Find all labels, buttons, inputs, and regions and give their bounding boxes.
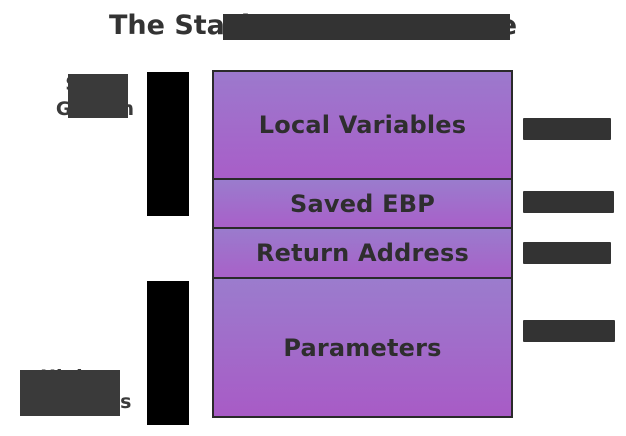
stack-cell-return-address: Return Address (214, 229, 511, 279)
callout-return-address (523, 242, 611, 264)
higher-addresses-label-redaction (20, 370, 120, 416)
stack-cell-local-variables: Local Variables (214, 72, 511, 180)
callout-local-variables (523, 118, 611, 140)
title-redaction-overlay (223, 14, 510, 40)
stack-cell-label: Parameters (283, 333, 442, 362)
stack-cell-parameters: Parameters (214, 279, 511, 416)
stack-cell-label: Local Variables (258, 111, 467, 139)
callout-parameters (523, 320, 615, 342)
callout-saved-ebp (523, 191, 614, 213)
stack-cell-saved-ebp: Saved EBP (214, 180, 511, 229)
stack-cell-label: Saved EBP (289, 189, 435, 218)
stack-growth-arrow-icon (147, 72, 189, 216)
higher-addresses-arrow-icon (147, 281, 189, 425)
stack-cell-label: Return Address (255, 239, 469, 267)
stack-frame-diagram: Local Variables Saved EBP Return Address… (212, 70, 513, 418)
stack-growth-label-redaction (68, 74, 128, 118)
